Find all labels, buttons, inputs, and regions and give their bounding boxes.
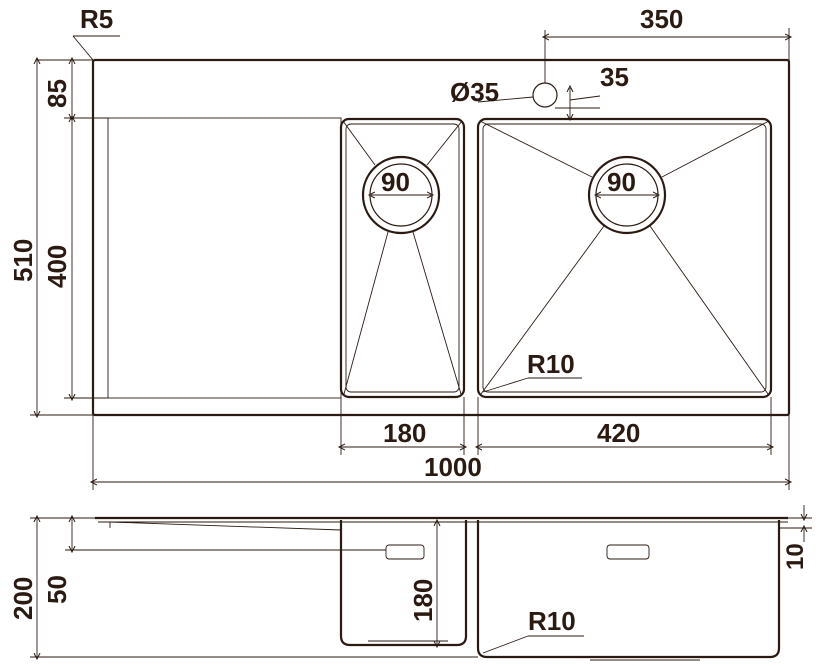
label-large-drain-90: 90 bbox=[607, 167, 636, 197]
label-r5: R5 bbox=[80, 4, 113, 34]
label-r10-top: R10 bbox=[527, 349, 575, 379]
small-bowl bbox=[339, 117, 466, 399]
tap-hole bbox=[532, 82, 558, 108]
small-bowl-profile bbox=[339, 520, 468, 647]
label-200: 200 bbox=[8, 577, 38, 620]
top-view: R5 350 Ø35 35 85 510 400 90 90 R10 180 4… bbox=[8, 4, 789, 490]
large-bowl-profile bbox=[476, 520, 781, 659]
label-1000: 1000 bbox=[424, 452, 482, 482]
label-small-drain-90: 90 bbox=[381, 167, 410, 197]
label-50: 50 bbox=[42, 575, 72, 604]
side-view: 200 50 180 10 R10 bbox=[8, 505, 812, 661]
label-180: 180 bbox=[383, 418, 426, 448]
large-bowl-drain bbox=[587, 155, 667, 235]
label-85: 85 bbox=[42, 79, 72, 108]
large-bowl bbox=[476, 117, 773, 399]
small-bowl-drain bbox=[361, 155, 441, 235]
label-180-side: 180 bbox=[408, 579, 438, 622]
label-d35: Ø35 bbox=[450, 77, 499, 107]
label-35: 35 bbox=[600, 62, 629, 92]
drainboard-area bbox=[107, 117, 342, 399]
label-400: 400 bbox=[42, 245, 72, 288]
label-350: 350 bbox=[640, 4, 683, 34]
label-10: 10 bbox=[782, 543, 809, 570]
label-r10-side: R10 bbox=[528, 606, 576, 636]
sink-outline bbox=[91, 58, 791, 417]
label-510: 510 bbox=[8, 239, 38, 282]
label-420: 420 bbox=[597, 418, 640, 448]
